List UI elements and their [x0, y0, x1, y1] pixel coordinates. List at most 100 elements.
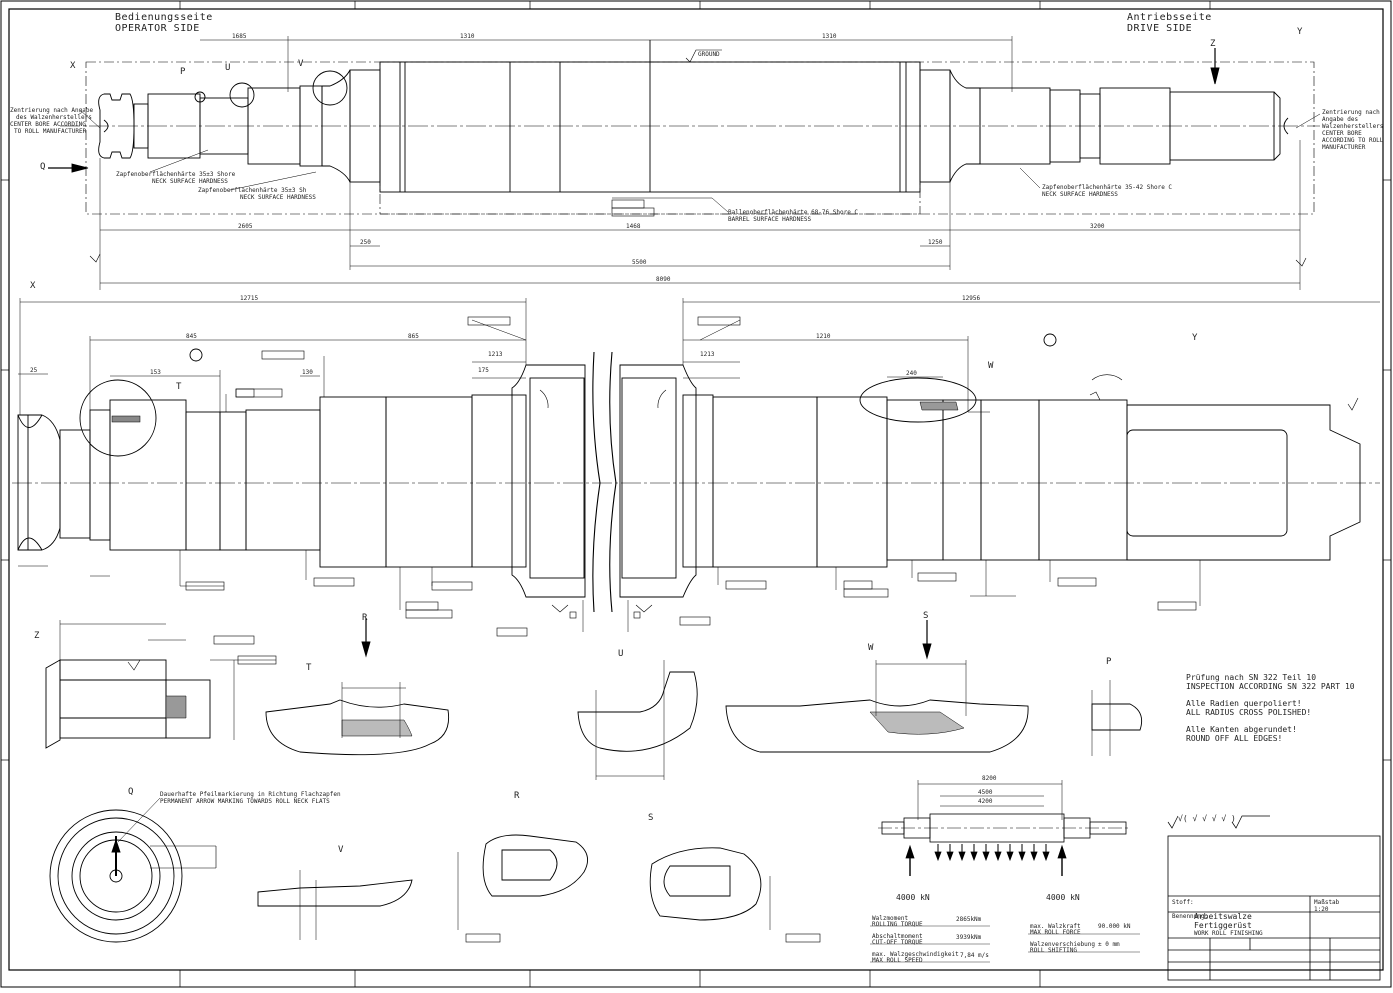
- dim-left-neck: 1685: [232, 33, 247, 40]
- view-letter-z-top: Z: [1210, 39, 1216, 49]
- load-dim-overall: 8200: [982, 775, 997, 782]
- view-letter-p-low: P: [1106, 657, 1112, 667]
- center-bore-right-2: Angabe des: [1322, 116, 1359, 123]
- name-en: WORK ROLL FINISHING: [1194, 930, 1263, 937]
- drive-side-de: Antriebsseite: [1127, 12, 1212, 23]
- neck-note-right-2: NECK SURFACE HARDNESS: [1042, 191, 1118, 198]
- force-right: 4000 kN: [1046, 893, 1080, 902]
- dim-right-total: 12956: [962, 295, 981, 302]
- name-sub: Fertiggerüst: [1194, 921, 1252, 930]
- neck-note-left-2b: NECK SURFACE HARDNESS: [240, 194, 316, 201]
- view-letter-p-top: P: [180, 67, 186, 77]
- view-letter-u-top: U: [225, 63, 231, 73]
- shift-en: ROLL SHIFTING: [1030, 947, 1077, 954]
- view-letter-y-top: Y: [1297, 27, 1303, 37]
- detail-circle-t: [79, 379, 157, 457]
- break-line-right: [609, 351, 617, 613]
- torque-value: 2865kNm: [956, 916, 982, 923]
- dim-5500: 5500: [632, 259, 647, 266]
- neck-note-left-1b: NECK SURFACE HARDNESS: [152, 178, 228, 185]
- dim-25: 25: [30, 367, 38, 374]
- note-inspection-en: INSPECTION ACCORDING SN 322 PART 10: [1186, 682, 1355, 691]
- force-de: max. Walzkraft: [1030, 923, 1081, 930]
- note-inspection-de: Prüfung nach SN 322 Teil 10: [1186, 673, 1317, 682]
- center-bore-left-3: CENTER BORE ACCORDING: [10, 121, 86, 128]
- center-bore-left-2: des Walzenherstellers: [16, 114, 92, 121]
- dim-barrel: 1468: [626, 223, 641, 230]
- view-letter-s-arrow: S: [923, 611, 929, 621]
- force-value: 90.000 kN: [1098, 923, 1131, 930]
- dim-240: 240: [906, 370, 917, 377]
- grind-note: GROUND: [698, 51, 720, 58]
- center-bore-right-1: Zentrierung nach: [1322, 109, 1380, 116]
- force-en: MAX ROLL FORCE: [1030, 929, 1081, 936]
- note-edges-de: Alle Kanten abgerundet!: [1186, 725, 1297, 734]
- arrow-note-de: Dauerhafte Pfeilmarkierung in Richtung F…: [160, 791, 341, 798]
- dim-total: 8090: [656, 276, 671, 283]
- center-bore-right-6: MANUFACTURER: [1322, 144, 1366, 151]
- view-letter-q-top: Q: [40, 162, 46, 172]
- barrel-note-1: Ballenoberflächenhärte 68-76 Shore C: [728, 209, 859, 216]
- sheet-border-inner: [8, 8, 1384, 971]
- view-letter-r-arrow: R: [362, 613, 368, 623]
- speed-en: MAX ROLL SPEED: [872, 957, 923, 964]
- dim-865: 865: [408, 333, 419, 340]
- detail-views: [45, 618, 1143, 943]
- scale-value: 1:20: [1314, 906, 1329, 913]
- force-left: 4000 kN: [896, 893, 930, 902]
- view-letter-q-low: Q: [128, 787, 134, 797]
- break-line-left: [592, 351, 601, 613]
- surface-symbols: √( √ √ √ √ ): [1178, 814, 1236, 823]
- top-roll-view: [48, 36, 1321, 290]
- load-diagram: [878, 780, 1130, 876]
- operator-side-de: Bedienungsseite: [115, 12, 213, 23]
- neck-note-right-1: Zapfenoberflächenhärte 35-42 Shore C: [1042, 184, 1173, 191]
- barrel-note-2: BARREL SURFACE HARDNESS: [728, 216, 812, 223]
- view-letter-x-mid: X: [30, 281, 36, 291]
- view-letter-z-low: Z: [34, 631, 40, 641]
- dim-1250: 1250: [928, 239, 943, 246]
- note-radius-en: ALL RADIUS CROSS POLISHED!: [1186, 708, 1312, 717]
- view-letter-v-top: V: [298, 59, 304, 69]
- speed-value: 7,84 m/s: [960, 952, 989, 959]
- view-letter-t-mid: T: [176, 382, 182, 392]
- cutoff-en: CUT-OFF TORQUE: [872, 939, 923, 946]
- load-dim-inner-2: 4200: [978, 798, 993, 805]
- note-radius-de: Alle Radien querpoliert!: [1186, 699, 1302, 708]
- load-dim-inner-1: 4500: [978, 789, 993, 796]
- operator-side-en: OPERATOR SIDE: [115, 23, 200, 34]
- dim-130: 130: [302, 369, 313, 376]
- cutoff-value: 3939kNm: [956, 934, 982, 941]
- torque-en: ROLLING TORQUE: [872, 921, 923, 928]
- dim-3200: 3200: [1090, 223, 1105, 230]
- drive-side-en: DRIVE SIDE: [1127, 23, 1193, 34]
- detail-circle-v: [312, 70, 348, 106]
- view-letter-x-top: X: [70, 61, 76, 71]
- name-label: Benennung:: [1172, 913, 1209, 920]
- title-block: [1167, 835, 1381, 981]
- note-edges-en: ROUND OFF ALL EDGES!: [1186, 734, 1283, 743]
- dim-1213-left: 1213: [488, 351, 503, 358]
- center-bore-right-3: Walzenherstellers: [1322, 123, 1384, 130]
- section-view: [12, 298, 1380, 637]
- dim-153: 153: [150, 369, 161, 376]
- center-bore-right-4: CENTER BORE: [1322, 130, 1362, 137]
- shift-de: Walzenverschiebung: [1030, 941, 1096, 948]
- center-bore-right-5: ACCORDING TO ROLL: [1322, 137, 1384, 144]
- view-letter-u-low: U: [618, 649, 624, 659]
- view-letter-y-mid: Y: [1192, 333, 1198, 343]
- view-letter-s-low: S: [648, 813, 654, 823]
- dim-left-total: 12715: [240, 295, 259, 302]
- dim-1210: 1210: [816, 333, 831, 340]
- detail-circle-p: [194, 91, 206, 103]
- load-arrows: [905, 844, 1067, 876]
- view-letter-w-low: W: [868, 643, 874, 653]
- neck-note-left-2a: Zapfenoberflächenhärte 35±3 Sh: [198, 187, 307, 194]
- view-letter-r-low: R: [514, 791, 520, 801]
- general-notes: Prüfung nach SN 322 Teil 10 INSPECTION A…: [1186, 674, 1355, 743]
- center-bore-left-1: Zentrierung nach Angabe: [10, 107, 94, 114]
